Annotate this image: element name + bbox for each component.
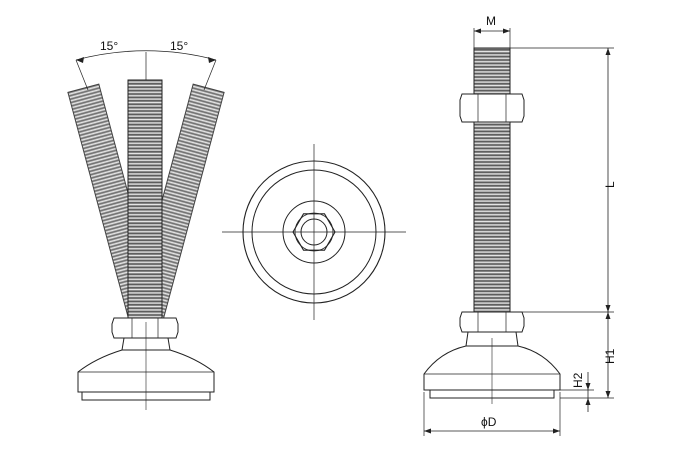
threaded-stud [473,47,511,313]
dimension-h1-label: H1 [603,348,617,364]
angle-arc [75,50,217,61]
top-view [222,144,406,320]
nut-chamfer-circle [294,212,334,252]
hex-nut [111,317,179,339]
right-extension-line [203,59,217,91]
dimension-h2-label: H2 [571,372,585,388]
side-view: M L H1 H2 [423,14,617,436]
hex-nut-top [292,213,336,251]
arrowhead-right [208,57,216,63]
dimension-d-label: ϕD [481,415,497,429]
nut-washer-circle [282,200,346,264]
upper-hex-nut [459,93,525,123]
stud-circle [300,218,328,246]
angle-label-right: 15° [170,39,188,53]
dimension-l-label: L [603,181,617,188]
left-extension-line [75,59,89,91]
arrowhead-left [76,57,84,63]
base-outer-circle [242,160,386,304]
dimension-m-label: M [486,14,496,28]
swivel-angle-view: 15° 15° [67,39,225,410]
angle-label-left: 15° [100,39,118,53]
lower-hex-nut [459,311,525,333]
base-inner-circle [251,169,377,295]
threaded-stud-vertical [127,79,163,323]
